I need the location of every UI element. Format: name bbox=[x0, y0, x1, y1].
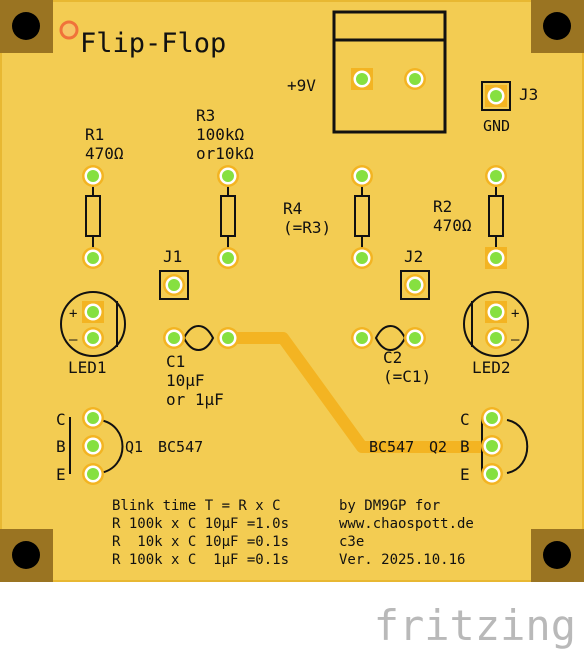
j3-outline bbox=[481, 81, 511, 111]
q1-label: Q1 bbox=[125, 438, 143, 456]
r2-label: R2 bbox=[433, 197, 452, 216]
note-row-3: R 100k x C 1μF =0.1s bbox=[112, 552, 289, 568]
q1-outline bbox=[69, 417, 124, 474]
solder-pad bbox=[351, 327, 373, 349]
r4-value: (=R3) bbox=[283, 218, 331, 237]
q2-pin-b: B bbox=[460, 437, 470, 456]
mount-hole-top-left bbox=[0, 0, 53, 53]
c2-value: (=C1) bbox=[383, 367, 431, 386]
solder-pad bbox=[82, 301, 104, 323]
solder-pad bbox=[82, 327, 104, 349]
resistor-bodies bbox=[85, 176, 504, 258]
led2-minus: – bbox=[511, 332, 520, 348]
led1-minus: – bbox=[69, 332, 78, 348]
r1-label: R1 bbox=[85, 125, 104, 144]
solder-pad bbox=[217, 247, 239, 269]
credit-line-2: www.chaospott.de bbox=[339, 516, 474, 532]
q2-pin-e: E bbox=[460, 465, 470, 484]
led1-outline bbox=[60, 291, 126, 357]
c1-outline bbox=[182, 325, 215, 351]
q2-pin-c: C bbox=[460, 410, 470, 429]
solder-pad bbox=[485, 327, 507, 349]
led1-label: LED1 bbox=[68, 358, 107, 377]
solder-pad bbox=[351, 247, 373, 269]
j2-outline bbox=[400, 270, 430, 300]
solder-pad bbox=[481, 435, 503, 457]
solder-pad bbox=[82, 463, 104, 485]
copper-trace bbox=[228, 332, 492, 453]
q1-pin-c: C bbox=[56, 410, 66, 429]
r3-value-2: or10kΩ bbox=[196, 144, 254, 163]
solder-pad bbox=[404, 327, 426, 349]
r1-value: 470Ω bbox=[85, 144, 124, 163]
solder-pad bbox=[82, 247, 104, 269]
q1-pin-e: E bbox=[56, 465, 66, 484]
mount-hole-bottom-left bbox=[0, 529, 53, 582]
led1-plus: + bbox=[69, 306, 77, 322]
gnd-label: GND bbox=[483, 117, 510, 135]
q1-pin-b: B bbox=[56, 437, 66, 456]
solder-pad bbox=[481, 407, 503, 429]
solder-pad bbox=[404, 274, 426, 296]
blink-formula: Blink time T = R x C bbox=[112, 498, 281, 514]
j3-label: J3 bbox=[519, 85, 538, 104]
pads bbox=[82, 68, 507, 485]
c2-label: C2 bbox=[383, 348, 402, 367]
j2-label: J2 bbox=[404, 247, 423, 266]
j1-outline bbox=[159, 270, 189, 300]
c1-value-1: 10μF bbox=[166, 371, 205, 390]
led2-outline bbox=[463, 291, 529, 357]
solder-pad bbox=[485, 165, 507, 187]
note-row-1: R 100k x C 10μF =1.0s bbox=[112, 516, 289, 532]
q2-type: BC547 bbox=[369, 438, 414, 456]
led2-label: LED2 bbox=[472, 358, 511, 377]
j1-label: J1 bbox=[163, 247, 182, 266]
solder-pad bbox=[485, 85, 507, 107]
power-label: +9V bbox=[287, 76, 316, 95]
r3-value-1: 100kΩ bbox=[196, 125, 245, 144]
r2-value: 470Ω bbox=[433, 216, 472, 235]
solder-pad bbox=[481, 463, 503, 485]
mounting-holes bbox=[0, 0, 584, 582]
solder-pad bbox=[351, 165, 373, 187]
solder-pad bbox=[485, 301, 507, 323]
solder-pad bbox=[485, 247, 507, 269]
solder-pad bbox=[82, 435, 104, 457]
led2-plus: + bbox=[511, 306, 519, 322]
solder-pad bbox=[82, 407, 104, 429]
credit-line-3: c3e bbox=[339, 534, 364, 550]
solder-pad bbox=[163, 274, 185, 296]
q2-label: Q2 bbox=[429, 438, 447, 456]
solder-pad bbox=[217, 165, 239, 187]
fritzing-logo: fritzing bbox=[374, 601, 576, 650]
origin-marker bbox=[59, 20, 79, 40]
board-title: Flip-Flop bbox=[80, 28, 226, 59]
solder-pad bbox=[217, 327, 239, 349]
c1-label: C1 bbox=[166, 352, 185, 371]
solder-pad bbox=[351, 68, 373, 90]
solder-pad bbox=[163, 327, 185, 349]
note-row-2: R 10k x C 10μF =0.1s bbox=[112, 534, 289, 550]
mount-hole-top-right bbox=[531, 0, 584, 53]
c1-value-2: or 1μF bbox=[166, 390, 224, 409]
mount-hole-bottom-right bbox=[531, 529, 584, 582]
q1-type: BC547 bbox=[158, 438, 203, 456]
credit-line-1: by DM9GP for bbox=[339, 498, 440, 514]
solder-pad bbox=[404, 68, 426, 90]
version-label: Ver. 2025.10.16 bbox=[339, 552, 465, 568]
solder-pad bbox=[82, 165, 104, 187]
r4-label: R4 bbox=[283, 199, 302, 218]
r3-label: R3 bbox=[196, 106, 215, 125]
power-connector bbox=[332, 10, 447, 134]
